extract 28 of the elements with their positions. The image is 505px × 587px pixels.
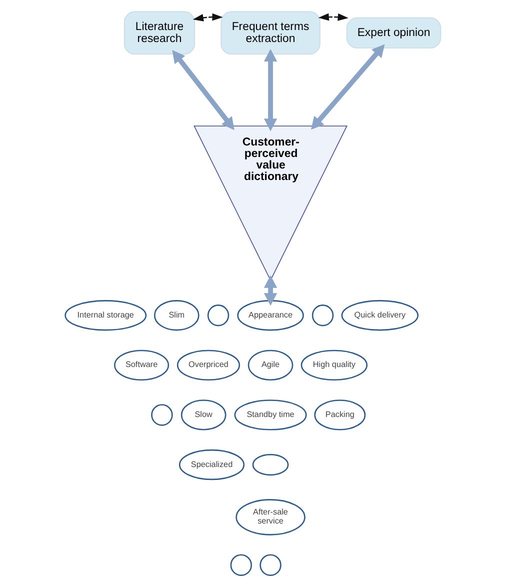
node-circle	[259, 554, 281, 576]
node-ellipse: Slim	[153, 300, 199, 331]
node-ellipse: Standby time	[234, 400, 306, 430]
arrow	[310, 44, 384, 130]
node-box: Expert opinion	[346, 17, 441, 48]
arrow	[263, 275, 277, 306]
node-circle	[150, 404, 172, 426]
node-circle	[206, 304, 229, 326]
node-ellipse: Software	[114, 350, 169, 380]
node-ellipse: Agile	[247, 350, 293, 380]
node-ellipse: Appearance	[236, 300, 304, 331]
node-circle	[311, 304, 334, 326]
node-ellipse: Quick delivery	[340, 300, 418, 331]
node-circle	[230, 554, 252, 576]
node-ellipse: Specialized	[178, 449, 244, 480]
node-box: Frequent terms extraction	[220, 11, 320, 55]
arrow	[318, 13, 348, 21]
node-ellipse	[252, 454, 288, 476]
node-ellipse: After-sale service	[235, 499, 305, 536]
arrow	[172, 50, 234, 130]
node-ellipse: Packing	[314, 400, 366, 430]
node-box: Literature research	[124, 11, 195, 55]
node-ellipse: Overpriced	[176, 350, 240, 380]
node-ellipse: High quality	[300, 350, 368, 380]
arrow	[263, 48, 277, 132]
node-ellipse: Internal storage	[64, 300, 146, 331]
node-ellipse: Slow	[180, 400, 226, 430]
arrow	[192, 13, 222, 22]
